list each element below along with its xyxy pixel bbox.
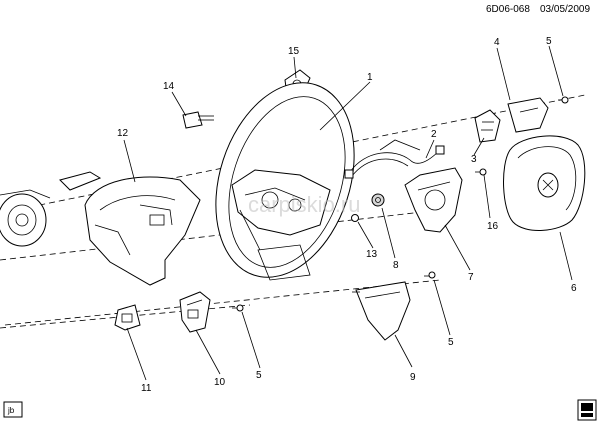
callout-10: 10 <box>214 377 226 388</box>
trim-part-4 <box>507 97 549 133</box>
screw-part-5b <box>424 271 436 279</box>
bolt-part-8 <box>371 193 385 207</box>
footer-left-tag: jb <box>3 401 23 418</box>
callout-8: 8 <box>393 260 399 271</box>
logo-mark <box>577 399 597 421</box>
bracket-part-7 <box>404 167 463 233</box>
watermark: carpiskio.ru <box>248 192 360 217</box>
leader-lines <box>123 45 573 381</box>
nut-part-13 <box>351 214 359 222</box>
callout-11: 11 <box>141 383 152 394</box>
callout-9: 9 <box>410 372 416 383</box>
diagram-code: 6D06-068 <box>486 4 530 15</box>
steering-column-end <box>0 171 102 247</box>
callout-7: 7 <box>468 272 474 283</box>
callout-12: 12 <box>117 128 129 139</box>
lower-trim-part-9 <box>352 281 411 341</box>
callout-16: 16 <box>487 221 499 232</box>
callout-2: 2 <box>431 129 437 140</box>
callout-15: 15 <box>288 46 300 57</box>
footer-left-tag-text: jb <box>7 406 15 415</box>
switch-part-10 <box>179 291 211 333</box>
callout-1: 1 <box>367 72 373 83</box>
callout-3: 3 <box>471 154 477 165</box>
screw-part-5c <box>232 304 244 312</box>
callouts: 1 2 3 4 5 5 5 6 7 8 9 10 11 12 13 14 15 … <box>117 36 577 394</box>
wiring-harness-part-2 <box>344 139 445 179</box>
steering-wheel-part-1 <box>215 82 355 281</box>
switch-trim-part-3 <box>474 109 501 143</box>
callout-5b: 5 <box>448 337 454 348</box>
switch-part-11 <box>114 304 141 331</box>
callout-5c: 5 <box>256 370 262 381</box>
airbag-module-part-6 <box>503 135 586 231</box>
connector-part-14 <box>182 111 214 129</box>
callout-13: 13 <box>366 249 378 260</box>
callout-14: 14 <box>163 81 175 92</box>
screw-part-5a <box>558 96 569 104</box>
column-cover-part-12 <box>84 176 201 286</box>
fastener-part-16 <box>475 168 487 176</box>
callout-5a: 5 <box>546 36 552 47</box>
callout-4: 4 <box>494 37 500 48</box>
callout-6: 6 <box>571 283 577 294</box>
diagram-date: 03/05/2009 <box>540 4 590 15</box>
